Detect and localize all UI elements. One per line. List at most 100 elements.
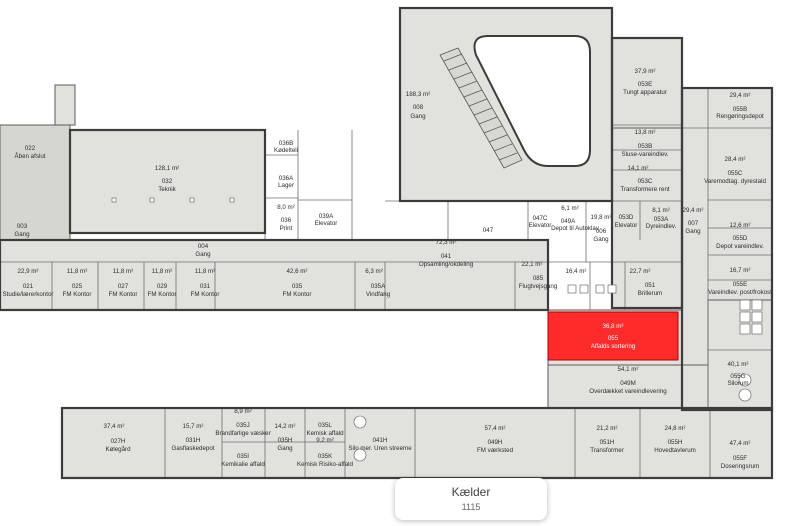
room-055f-area: 47,4 m² [730, 440, 751, 447]
room-055b-area: 29,4 m² [730, 92, 751, 99]
room-055h-name: Hovedtavlerum [654, 447, 696, 454]
room-053c-area: 14,1 m² [628, 165, 649, 172]
room-025-name: FM Kontor [63, 291, 92, 298]
room-085-name: Flugtvejsgang [519, 283, 558, 290]
equipment-marks [111, 197, 763, 462]
room-055d-name: Depot vareindlev. [716, 243, 764, 250]
room-055-highlight[interactable] [547, 311, 679, 361]
room-085-id: 085 [533, 275, 544, 282]
room-035j-name: Brandfarlige væsker [215, 430, 270, 437]
room-055g-id: 055G [730, 373, 745, 380]
room-039a-name: Elevator [315, 220, 338, 227]
room-035-name: FM Kontor [283, 291, 312, 298]
room-032-id: 032 [162, 178, 173, 185]
room-085-area: 22,1 m² [522, 261, 543, 268]
room-007-area: 29,4 m² [683, 207, 704, 214]
room-035a-area: 6,3 m² [365, 268, 383, 275]
room-055-area: 36,8 m² [603, 323, 624, 330]
room-055b-id: 055B [733, 106, 747, 113]
floor-label-card[interactable]: Kælder 1115 [395, 478, 547, 520]
room-035h-name: Gang [277, 445, 293, 452]
room-053b-area: 13,8 m² [635, 129, 656, 136]
room-022-name: Åben afslut [15, 153, 46, 160]
room-025-area: 11,8 m² [67, 268, 88, 275]
room-041-area: 72,3 m² [436, 239, 457, 246]
room-053c-name: Transformere rent [620, 186, 670, 193]
room-031h-area: 15,7 m² [183, 423, 204, 430]
room-051-name: Brillerum [638, 290, 662, 297]
light-well [473, 35, 591, 167]
room-035i-id: 035I [237, 453, 249, 460]
room-053b-name: Sluse-vareindlev. [621, 151, 668, 158]
stair-008 [439, 47, 523, 169]
room-003-name: Gang [14, 231, 30, 238]
room-053a-area: 8,1 m² [652, 207, 670, 214]
room-049a-name: Depot til Autoklav [551, 225, 600, 232]
room-049m-id: 049M [620, 380, 635, 387]
room-031h-id: 031H [186, 437, 201, 444]
room-055f-id: 055F [733, 455, 747, 462]
room-021-id: 021 [23, 283, 34, 290]
room-053e-area: 37,9 m² [635, 68, 656, 75]
room-055e-name: Vareindlev. post/frokost [708, 289, 772, 296]
room-049a-id: 049A [561, 218, 576, 225]
room-047c-name: Elevator [529, 222, 552, 229]
room-027-area: 11,8 m² [113, 268, 134, 275]
room-049h-area: 57,4 m² [485, 425, 506, 432]
room-055c-name: Varemodtag. dyrestald [704, 178, 766, 185]
room-036a-name: Lager [278, 182, 294, 189]
room-055e-area: 16,7 m² [730, 267, 751, 274]
room-041h-name: Silo mer. Uren streeme [348, 445, 412, 452]
room-021-area: 22,9 m² [18, 268, 39, 275]
room-051h-id: 051H [600, 439, 615, 446]
room-051h-area: 21,2 m² [597, 425, 618, 432]
partitions [0, 88, 772, 478]
room-055h-id: 055H [668, 439, 683, 446]
room-055-id: 055 [608, 335, 619, 342]
room-035i-name: Kemikalie affald [221, 461, 265, 468]
room-053e-id: 053E [638, 81, 652, 88]
room-003-id: 003 [17, 223, 28, 230]
room-035-id: 035 [292, 283, 303, 290]
room-032-area: 128,1 m² [155, 165, 179, 172]
room-035a-id: 035A [371, 283, 386, 290]
room-055-name: Affalds sortering [591, 343, 636, 350]
room-039a-id: 039A [319, 213, 334, 220]
room-047-id: 047 [483, 227, 494, 234]
room-025-id: 025 [72, 283, 83, 290]
room-055g-area: 40,1 m² [728, 361, 749, 368]
room-029-area: 11,8 m² [152, 268, 173, 275]
room-053a-id: 053A [654, 216, 669, 223]
room-035h-area: 14,2 m² [275, 423, 296, 430]
room-055c-area: 28,4 m² [725, 156, 746, 163]
room-035k-area: 9,2 m² [316, 437, 334, 444]
room-051-area: 22,7 m² [630, 268, 651, 275]
room-029-id: 029 [157, 283, 168, 290]
room-004-name: Gang [195, 251, 211, 258]
floor-code: 1115 [461, 502, 481, 512]
room-053d-name: Elevator [615, 222, 638, 229]
room-006-id: 006 [596, 228, 607, 235]
floor-name: Kælder [451, 485, 491, 499]
room-035-area: 42,6 m² [287, 268, 308, 275]
room-053c-id: 053C [638, 178, 653, 185]
room-036-id: 036 [281, 217, 292, 224]
room-007-name: Gang [685, 228, 701, 235]
room-049l-area: 16,4 m² [566, 268, 587, 275]
room-053d-id: 053D [619, 214, 634, 221]
room-006-area: 19,8 m² [591, 214, 612, 221]
room-labels: 188,3 m² 008 Gang 37,9 m² 053E Tungt app… [3, 68, 773, 470]
room-027h-id: 027H [111, 438, 126, 445]
room-055d-area: 12,6 m² [730, 222, 751, 229]
room-029-name: FM Kontor [148, 291, 177, 298]
room-047c-id: 047C [533, 215, 548, 222]
room-036b-id: 036B [279, 140, 293, 147]
room-031h-name: Gasflaskedepot [172, 445, 215, 452]
room-006-name: Gang [593, 236, 609, 243]
room-053e-name: Tungt apparatur [623, 89, 667, 96]
room-027h-area: 37,4 m² [104, 423, 125, 430]
room-051h-name: Transformer [590, 447, 623, 454]
room-035l-id: 035L [318, 422, 332, 429]
room-036b-name: Kødelteli [274, 147, 298, 154]
